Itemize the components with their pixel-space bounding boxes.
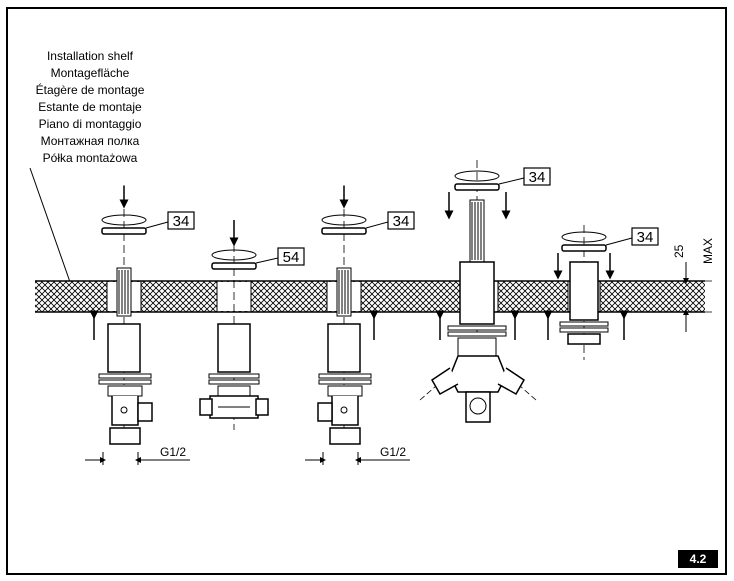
dimension-value: 25 bbox=[672, 244, 686, 258]
shelf-label-fr: Étagère de montage bbox=[36, 82, 145, 97]
figure-number-badge: 4.2 bbox=[678, 550, 718, 568]
callout-5: 34 bbox=[605, 227, 659, 246]
callout-5-label: 34 bbox=[637, 229, 654, 246]
shelf-leader-line bbox=[29, 167, 71, 283]
callout-1-label: 34 bbox=[173, 213, 190, 230]
shelf-label-block: Installation shelf Montagefläche Étagère… bbox=[29, 49, 145, 283]
callout-2: 54 bbox=[255, 247, 305, 266]
valve-2 bbox=[199, 220, 269, 430]
installation-shelf bbox=[35, 280, 705, 313]
figure-number: 4.2 bbox=[690, 552, 707, 566]
thread-label-left: G1/2 bbox=[160, 445, 186, 459]
shelf-label-de: Montagefläche bbox=[51, 66, 130, 80]
callout-2-label: 54 bbox=[283, 249, 300, 266]
valve-1 bbox=[85, 185, 190, 465]
dimension-unit: MAX bbox=[701, 238, 715, 264]
shelf-label-es: Estante de montaje bbox=[38, 100, 142, 114]
valve-3 bbox=[305, 185, 410, 465]
shelf-label-ru: Монтажная полка bbox=[41, 134, 140, 148]
callout-3-label: 34 bbox=[393, 213, 410, 230]
page-frame bbox=[6, 7, 727, 575]
callout-3: 34 bbox=[365, 211, 415, 230]
callout-4-label: 34 bbox=[529, 169, 546, 186]
callout-4: 34 bbox=[498, 167, 551, 186]
shelf-label-pl: Półka montażowa bbox=[43, 151, 138, 165]
thread-label-right: G1/2 bbox=[380, 445, 406, 459]
shelf-label-en: Installation shelf bbox=[47, 49, 134, 63]
valve-5 bbox=[543, 225, 629, 360]
callout-1: 34 bbox=[145, 211, 195, 230]
shelf-label-it: Piano di montaggio bbox=[39, 117, 142, 131]
thickness-dimension: 25 MAX bbox=[672, 238, 715, 332]
valve-4 bbox=[419, 160, 537, 423]
